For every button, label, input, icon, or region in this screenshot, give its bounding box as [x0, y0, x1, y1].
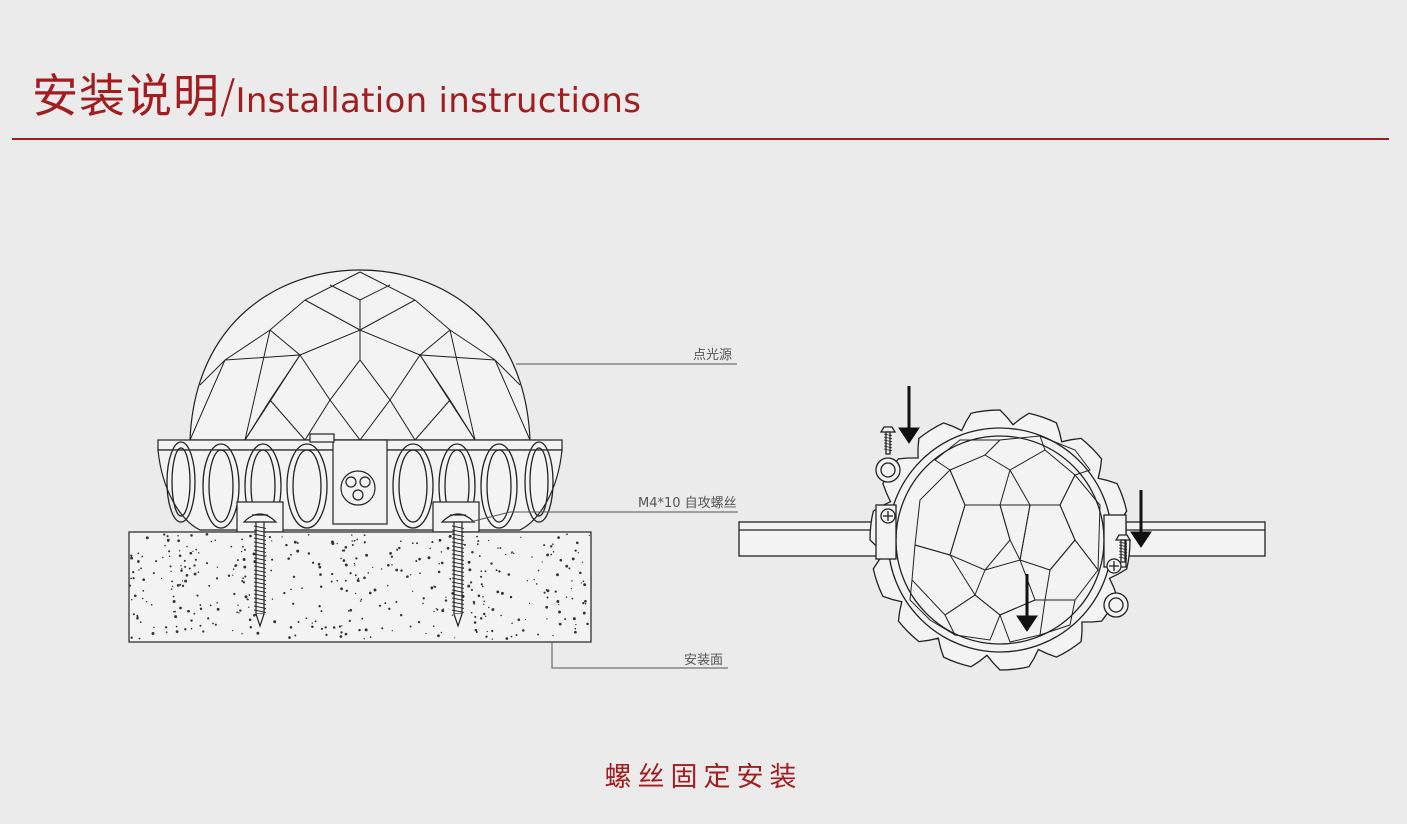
housing-inner-ring	[887, 427, 1113, 653]
mount-ear-left	[875, 504, 897, 560]
callout-light-source: 点光源	[693, 348, 733, 363]
screw-left	[242, 513, 278, 628]
title-separator: /	[220, 69, 236, 123]
arrow-down-icon	[898, 386, 1152, 632]
callout-screw: M4*10 自攻螺丝	[638, 496, 737, 511]
callout-mount-surface: 安装面	[684, 653, 724, 668]
screw-hole-top-left	[875, 457, 901, 483]
screw-hole-bottom-right	[1103, 592, 1129, 618]
small-screw-right	[1114, 534, 1132, 563]
mounting-surface	[128, 531, 592, 643]
small-screw-left	[879, 426, 897, 455]
title-english: Installation instructions	[235, 81, 642, 121]
dome-facets	[189, 271, 531, 441]
title-chinese: 安装说明	[32, 69, 220, 123]
top-view	[738, 386, 1266, 671]
lens-facets	[909, 435, 1101, 643]
leader-lines	[469, 363, 738, 669]
page-title: 安装说明/Installation instructions	[32, 60, 641, 126]
title-divider	[12, 138, 1389, 140]
cable-left	[738, 521, 880, 557]
side-view	[128, 269, 738, 669]
screw-right	[440, 513, 476, 628]
cable-right	[1125, 521, 1266, 557]
diagram-caption: 螺丝固定安装	[604, 762, 803, 793]
